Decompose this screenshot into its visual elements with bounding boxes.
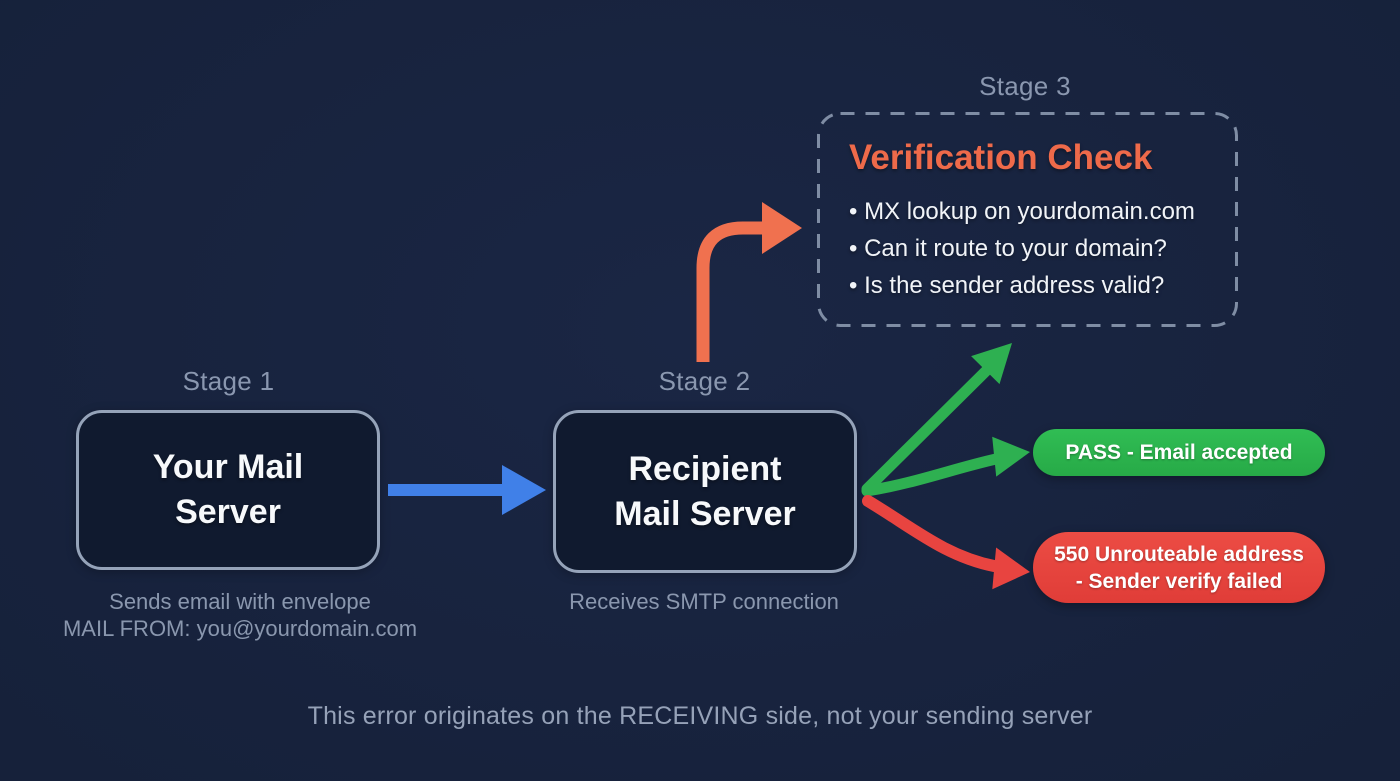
pass-outcome-label: PASS - Email accepted xyxy=(1065,441,1293,464)
green-arrow-up-icon xyxy=(861,343,1012,495)
stage2-recipient-mail-server-box: Recipient Mail Server xyxy=(553,410,857,573)
verification-check-title: Verification Check xyxy=(849,138,1153,177)
stage1-caption-line1: Sends email with envelope xyxy=(109,589,371,614)
orange-arrow-icon xyxy=(696,202,802,362)
stage2-label: Stage 2 xyxy=(658,366,751,396)
fail-outcome-badge: 550 Unrouteable address - Sender verify … xyxy=(1033,532,1325,603)
stage3-label: Stage 3 xyxy=(979,71,1071,101)
stage2-box-title-line2: Mail Server xyxy=(614,494,796,533)
stage1-label: Stage 1 xyxy=(182,366,275,396)
verification-bullet-sender-valid: • Is the sender address valid? xyxy=(849,272,1165,299)
green-arrow-pass-icon xyxy=(861,436,1030,497)
stage3-verification-check-box: Verification Check • MX lookup on yourdo… xyxy=(817,112,1238,327)
verification-bullet-mx-lookup: • MX lookup on yourdomain.com xyxy=(849,198,1195,225)
red-arrow-fail-icon xyxy=(862,495,1030,590)
pass-outcome-badge: PASS - Email accepted xyxy=(1033,429,1325,476)
stage1-your-mail-server-box: Your Mail Server xyxy=(76,410,380,570)
stage2-caption: Receives SMTP connection xyxy=(569,589,839,614)
stage1-box-title-line1: Your Mail xyxy=(152,448,304,486)
stage2-box-title-line1: Recipient xyxy=(628,449,782,488)
footer-note: This error originates on the RECEIVING s… xyxy=(307,702,1093,730)
verification-bullet-list: • MX lookup on yourdomain.com • Can it r… xyxy=(849,193,1238,304)
blue-arrow-icon xyxy=(388,465,546,515)
fail-outcome-line2: - Sender verify failed xyxy=(1075,569,1283,593)
verification-bullet-route: • Can it route to your domain? xyxy=(849,235,1167,262)
stage1-box-title-line2: Server xyxy=(175,493,281,531)
stage1-caption-line2: MAIL FROM: you@yourdomain.com xyxy=(62,616,418,641)
fail-outcome-line1: 550 Unrouteable address xyxy=(1054,542,1304,566)
stage1-caption: Sends email with envelope MAIL FROM: you… xyxy=(40,588,440,642)
